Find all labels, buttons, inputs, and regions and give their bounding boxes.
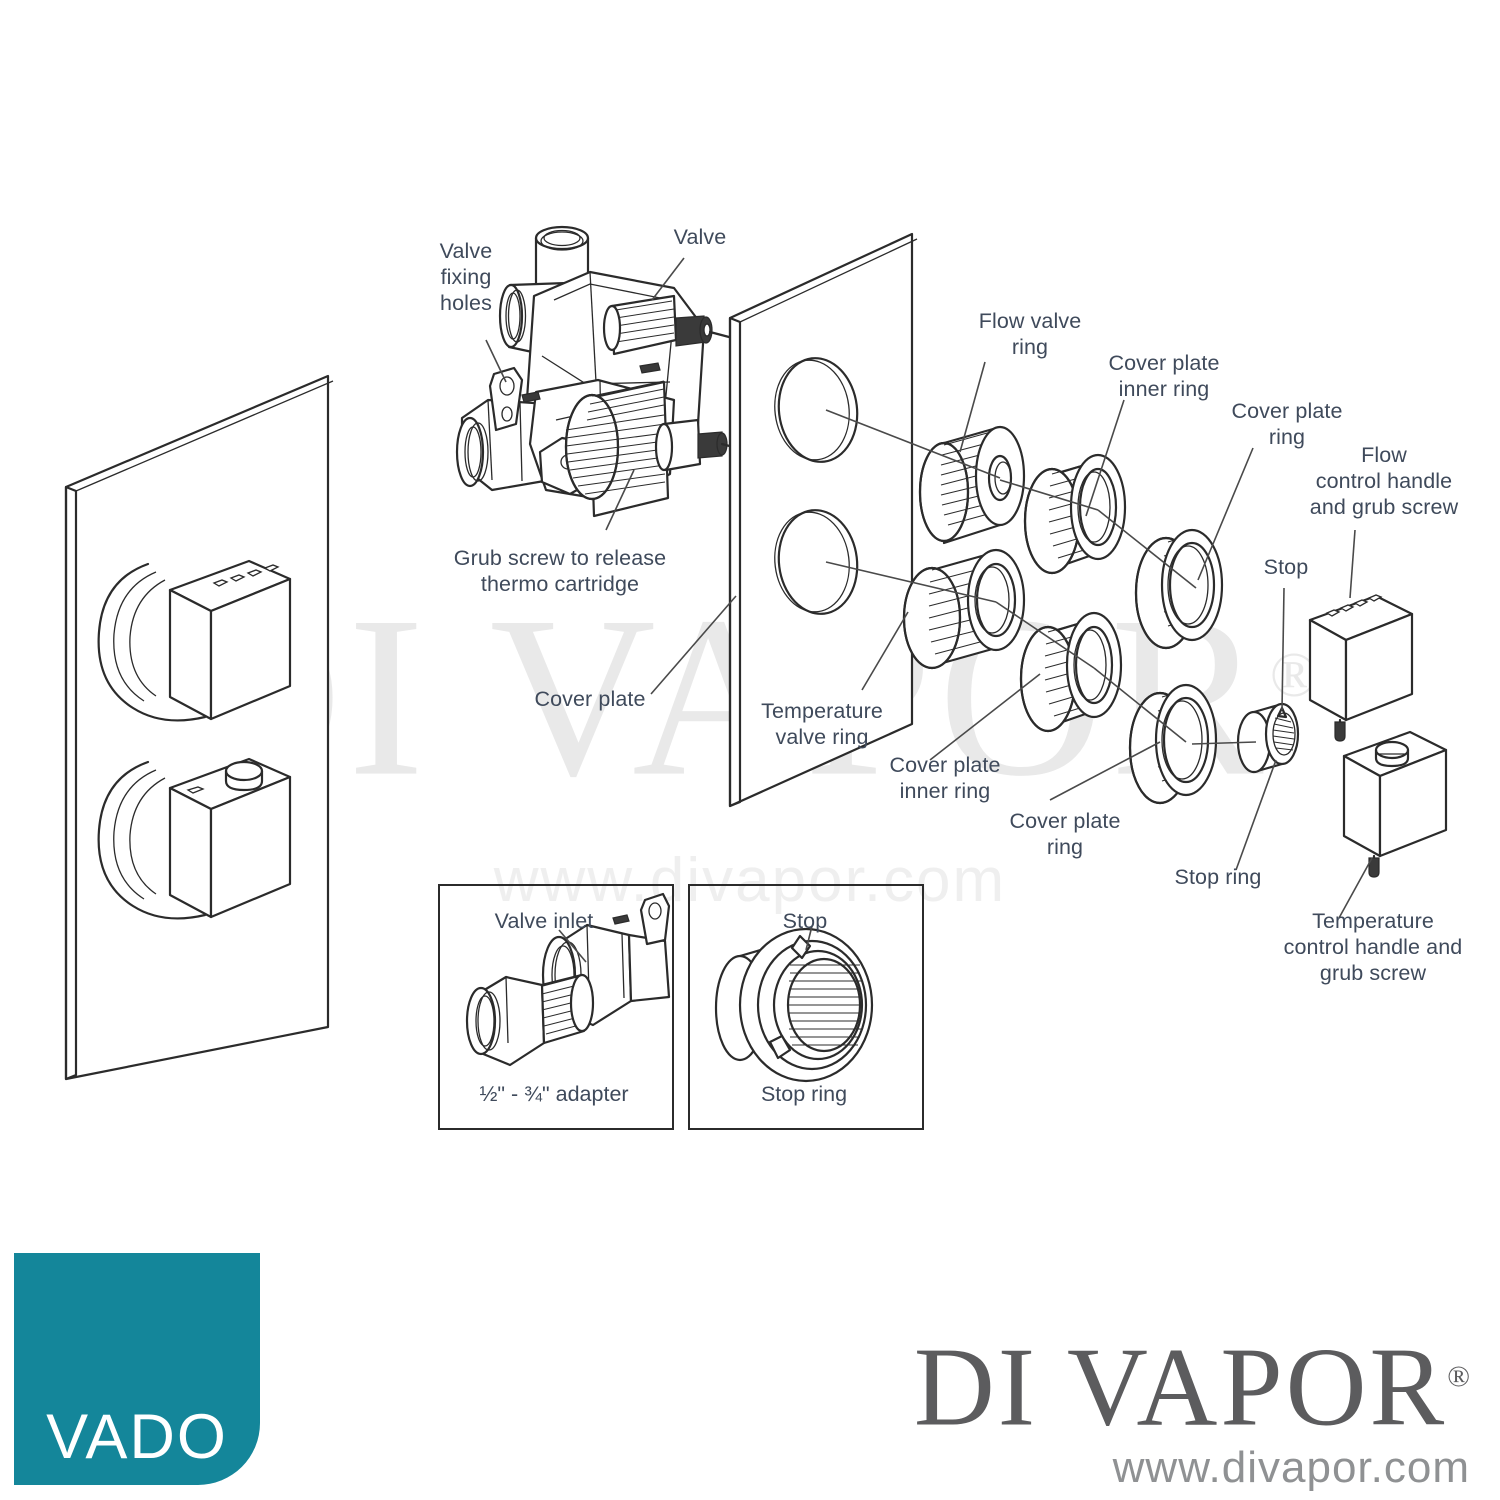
label-cover-plate-ring-top: Cover plate ring	[1231, 399, 1343, 449]
label-cover-plate: Cover plate	[534, 687, 646, 711]
label-cover-plate-inner-ring-bottom: Cover plate inner ring	[889, 753, 1001, 803]
label-temperature-valve-ring: Temperature valve ring	[761, 699, 883, 749]
inset-valve-inlet	[438, 884, 674, 1130]
label-flow-control-handle: Flow control handle and grub screw	[1309, 443, 1459, 519]
assembled-temperature-handle	[97, 757, 292, 920]
temperature-control-handle	[1342, 730, 1448, 878]
cover-plate-ring-bottom	[1128, 683, 1218, 805]
inset-stop-ring	[688, 884, 924, 1130]
watermark-url: www.divapor.com	[493, 846, 1007, 915]
temperature-valve-ring	[902, 548, 1026, 670]
flow-control-handle	[1308, 594, 1414, 742]
label-stop: Stop	[1263, 555, 1309, 579]
vado-logo: VADO	[14, 1253, 260, 1485]
label-cover-plate-inner-ring-top: Cover plate inner ring	[1108, 351, 1220, 401]
leader-lines	[485, 257, 1373, 919]
label-valve-fixing-holes: Valve fixing holes	[439, 239, 493, 315]
flow-spindle	[602, 294, 750, 356]
label-valve: Valve	[673, 225, 727, 249]
label-stop-ring: Stop ring	[1174, 865, 1262, 889]
caption-stop-ring: Stop ring	[760, 1082, 848, 1106]
label-stop-inset: Stop	[782, 909, 828, 933]
assembled-flow-handle	[97, 559, 292, 722]
divapor-logo: DI VAPOR® www.divapor.com	[810, 1325, 1470, 1493]
label-valve-inlet: Valve inlet	[494, 909, 594, 933]
divapor-name-text: DI VAPOR	[913, 1325, 1448, 1450]
caption-adapter: ½" - ¾" adapter	[479, 1082, 629, 1106]
divapor-logo-name: DI VAPOR®	[810, 1325, 1470, 1443]
valve-fixing-lug-upper	[488, 366, 524, 432]
divapor-logo-url: www.divapor.com	[1112, 1443, 1470, 1493]
label-cover-plate-ring-bottom: Cover plate ring	[1009, 809, 1121, 859]
label-grub-screw-thermo: Grub screw to release thermo cartridge	[453, 546, 667, 596]
valve-body-group	[455, 225, 754, 518]
cover-plate-inner-ring-bottom	[1019, 611, 1123, 733]
vado-logo-text: VADO	[46, 1402, 228, 1472]
cover-plate	[728, 232, 918, 808]
cover-plate-ring-top	[1134, 528, 1224, 650]
cover-plate-inner-ring-top	[1023, 453, 1127, 575]
flow-valve-ring	[918, 425, 1026, 545]
assembled-plate-group	[64, 374, 334, 1081]
stop-ring-component	[1236, 702, 1300, 774]
divapor-registered-icon: ®	[1447, 1360, 1470, 1393]
label-flow-valve-ring: Flow valve ring	[978, 309, 1082, 359]
thermo-cartridge	[564, 380, 754, 518]
label-temperature-control-handle: Temperature control handle and grub scre…	[1283, 909, 1463, 985]
